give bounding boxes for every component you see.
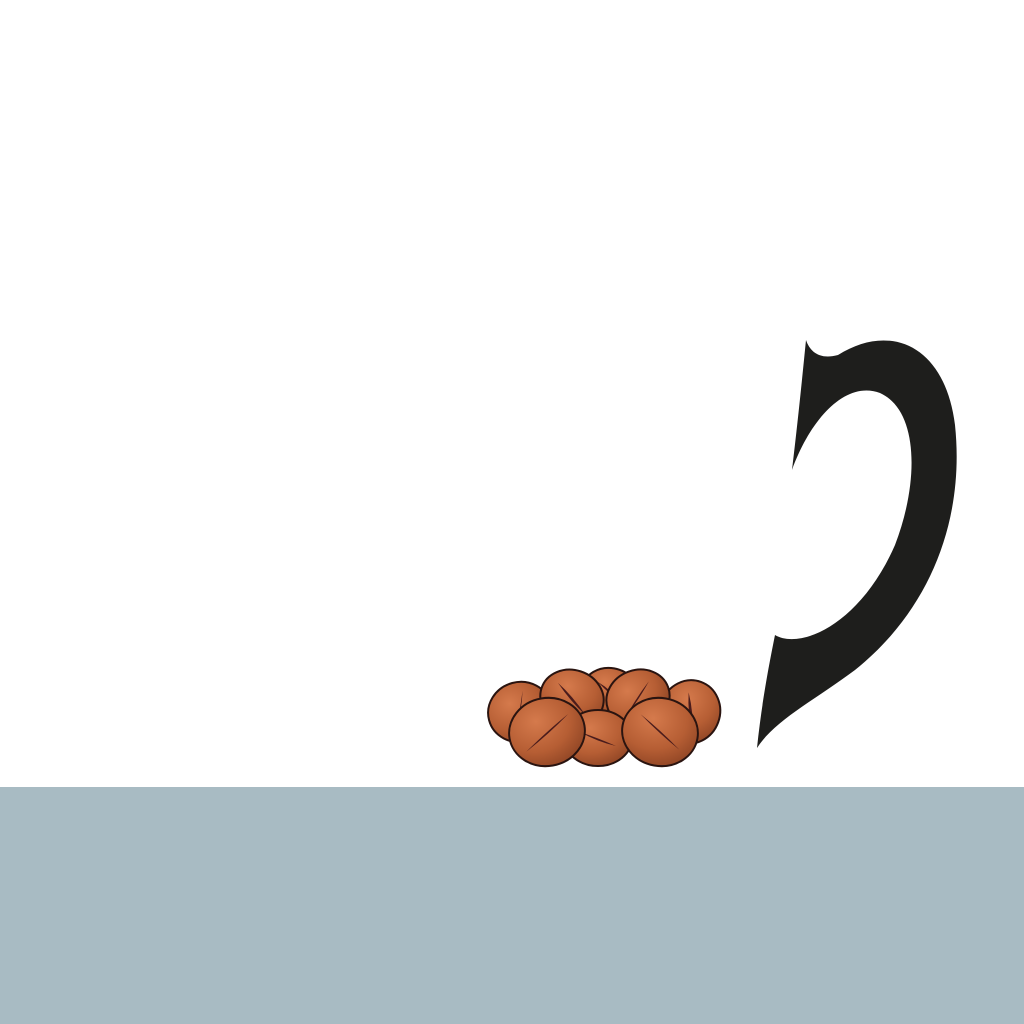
coffee-bean-icon	[621, 696, 699, 768]
table-surface	[0, 787, 1024, 1024]
coffee-beans-pile	[487, 666, 722, 768]
coffee-bean-icon	[508, 696, 586, 768]
mug-handle	[757, 340, 957, 748]
